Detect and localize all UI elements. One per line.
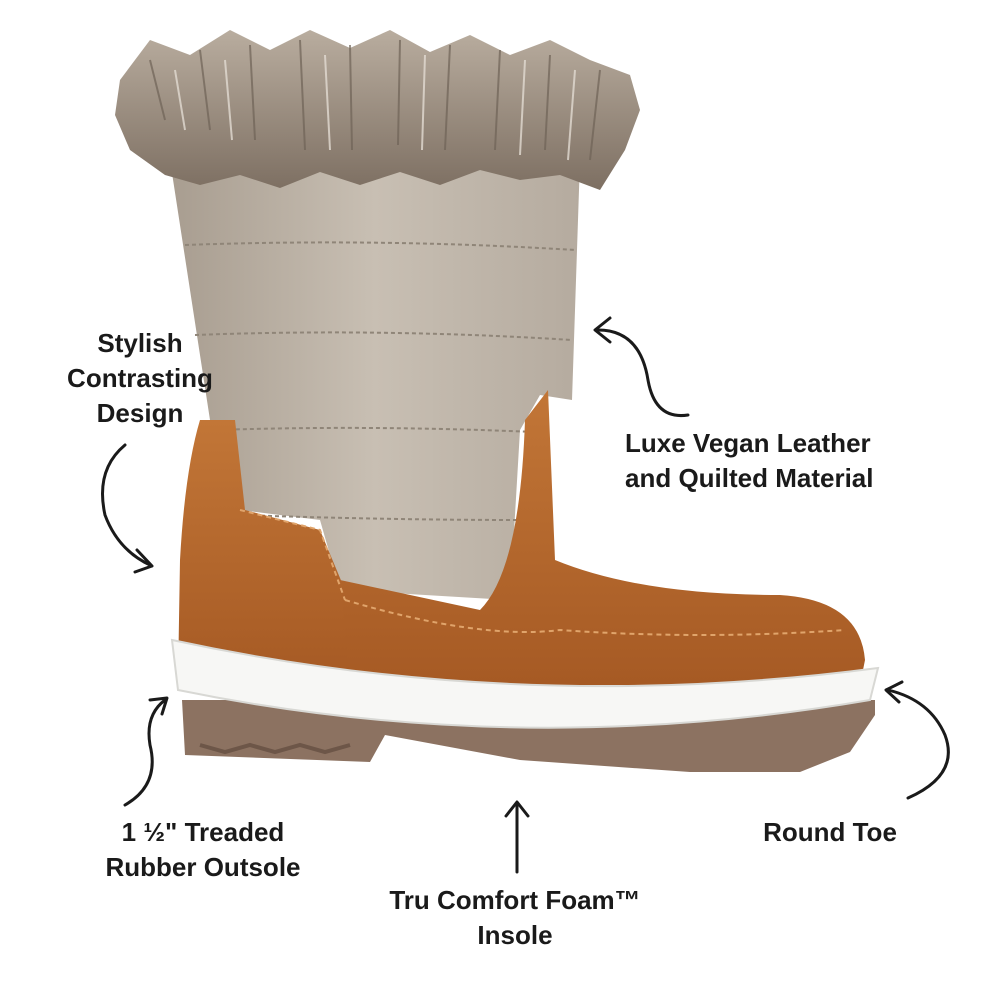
arrow-outsole-icon (123, 696, 169, 807)
callout-line: Luxe Vegan Leather (625, 428, 871, 458)
callout-stylish-contrasting-design: Stylish Contrasting Design (40, 326, 240, 431)
callout-line: Round Toe (763, 817, 897, 847)
callout-line: Rubber Outsole (105, 852, 301, 882)
callout-line: Design (96, 398, 184, 428)
callout-luxe-vegan-leather: Luxe Vegan Leather and Quilted Material (625, 426, 955, 496)
arrow-toe-icon (884, 680, 950, 800)
callout-line: 1 ½" Treaded (121, 817, 285, 847)
boot-midsole (170, 638, 880, 729)
callout-line: Contrasting (67, 363, 213, 393)
boot-image (115, 30, 880, 772)
callout-comfort-foam-insole: Tru Comfort Foam™ Insole (345, 883, 685, 953)
boot-leather-heel (178, 420, 360, 680)
arrow-insole-icon (504, 800, 530, 874)
callout-line: Insole (477, 920, 553, 950)
callout-line: Tru Comfort Foam™ (389, 885, 641, 915)
callout-line: and Quilted Material (625, 463, 874, 493)
boot-fur-cuff (115, 30, 640, 190)
callout-treaded-rubber-outsole: 1 ½" Treaded Rubber Outsole (78, 815, 328, 885)
boot-leather-vamp (340, 390, 865, 685)
arrow-luxe-icon (593, 316, 690, 418)
arrow-design-icon (101, 443, 154, 574)
boot-quilted-shaft (170, 160, 580, 600)
callout-round-toe: Round Toe (730, 815, 930, 850)
callout-line: Stylish (97, 328, 183, 358)
